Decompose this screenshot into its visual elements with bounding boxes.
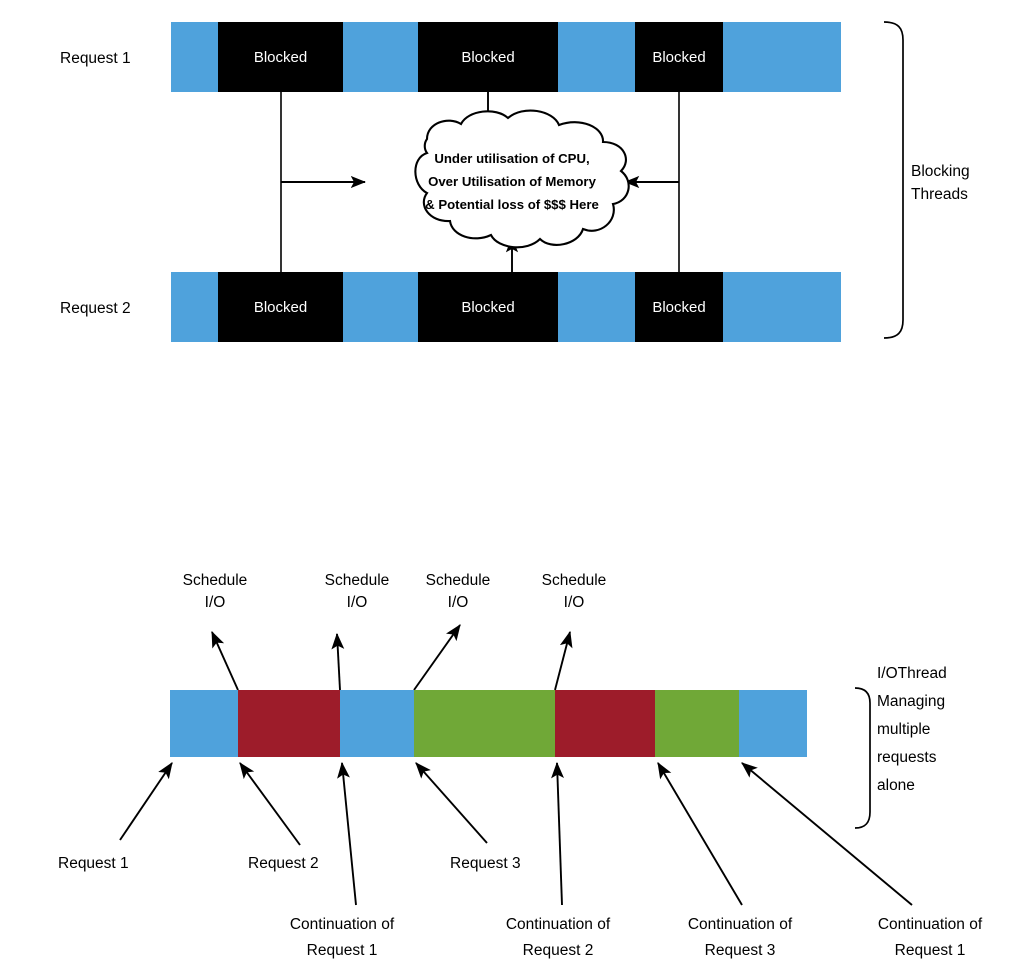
callout-label-request-3: Request 3 [450,855,521,872]
blocked-label: Blocked [652,299,705,316]
io-thread-label-line-4: requests [877,749,937,766]
io-thread-label-line-2: Managing [877,693,945,710]
blocking-threads-label-line-2: Threads [911,186,968,203]
blocked-label: Blocked [254,299,307,316]
callout-label-continuation-3-line-1: Continuation of [688,916,793,933]
schedule-io-label-line-1: Schedule [426,572,491,589]
timeline-row-request-2: Blocked Blocked Blocked [171,272,841,342]
callout-label-continuation-2-line-2: Request 2 [523,942,594,959]
segment-blocked [635,22,723,92]
callout-label-request-2: Request 2 [248,855,319,872]
io-segment-continuation-request-2 [555,690,655,757]
blocked-label: Blocked [652,49,705,66]
io-thread-label-line-3: multiple [877,721,930,738]
callout-label-request-1: Request 1 [58,855,129,872]
cloud-shape [414,109,630,249]
segment-blocked [218,22,343,92]
io-segment-continuation-request-1 [340,690,414,757]
io-segment-continuation-request-3 [655,690,739,757]
io-segment-request-3 [414,690,555,757]
segment-running [558,22,635,92]
callout-label-continuation-1-line-2: Request 1 [307,942,378,959]
segment-running [171,22,218,92]
schedule-io-labels: Schedule I/O Schedule I/O Schedule I/O S… [183,572,607,611]
callout-arrow-request-3 [415,762,488,844]
schedule-io-label-line-1: Schedule [542,572,607,589]
callout-label-continuation-3-line-2: Request 3 [705,942,776,959]
io-segment-continuation-request-1-b [739,690,807,757]
callout-label-continuation-2-line-1: Continuation of [506,916,611,933]
schedule-io-arrow-3 [413,624,461,691]
schedule-io-arrow-1 [211,630,239,691]
callout-label-continuation-1b-line-2: Request 1 [895,942,966,959]
segment-blocked [418,22,558,92]
callout-arrow-continuation-request-3 [657,762,743,906]
schedule-io-arrow-4 [554,630,573,691]
bottom-section: Schedule I/O Schedule I/O Schedule I/O S… [58,572,983,959]
io-thread-label-line-1: I/OThread [877,665,947,682]
segment-blocked [635,272,723,342]
segment-blocked [418,272,558,342]
segment-running [723,22,841,92]
cloud-callout: Under utilisation of CPU, Over Utilisati… [414,109,630,249]
schedule-io-label-line-2: I/O [347,594,368,611]
timeline-row-request-1: Blocked Blocked Blocked [171,22,841,92]
blocking-threads-brace [883,21,904,339]
row-label-request-2: Request 2 [60,300,131,317]
callout-label-continuation-1-line-1: Continuation of [290,916,395,933]
cloud-text-line-1: Under utilisation of CPU, [434,151,589,166]
cloud-text-line-2: Over Utilisation of Memory [428,174,596,189]
schedule-io-label-line-2: I/O [205,594,226,611]
callout-label-continuation-1b-line-1: Continuation of [878,916,983,933]
segment-running [343,22,418,92]
cloud-text-line-3: & Potential loss of $$$ Here [425,197,599,212]
io-thread-timeline [170,690,807,757]
blocking-threads-label-line-1: Blocking [911,163,970,180]
schedule-io-label-line-2: I/O [564,594,585,611]
callout-arrow-continuation-request-1-b [741,762,913,906]
segment-running [343,272,418,342]
io-segment-request-2 [238,690,340,757]
top-section: Request 1 Blocked Blocked Blocked Reques… [60,21,970,342]
schedule-io-label-line-2: I/O [448,594,469,611]
callout-arrow-request-1 [119,762,173,841]
segment-running [558,272,635,342]
io-thread-label-line-5: alone [877,777,915,794]
blocked-label: Blocked [461,49,514,66]
segment-running [723,272,841,342]
schedule-io-label-line-1: Schedule [325,572,390,589]
schedule-io-arrow-2 [331,632,345,691]
callout-arrow-request-2 [239,762,301,846]
segment-blocked [218,272,343,342]
io-thread-brace [854,687,871,829]
io-segment-request-1 [170,690,238,757]
row-label-request-1: Request 1 [60,50,131,67]
schedule-io-label-line-1: Schedule [183,572,248,589]
segment-running [171,272,218,342]
blocked-label: Blocked [254,49,307,66]
blocked-label: Blocked [461,299,514,316]
callout-arrow-continuation-request-1 [337,761,357,906]
callout-arrow-continuation-request-2 [551,761,564,906]
